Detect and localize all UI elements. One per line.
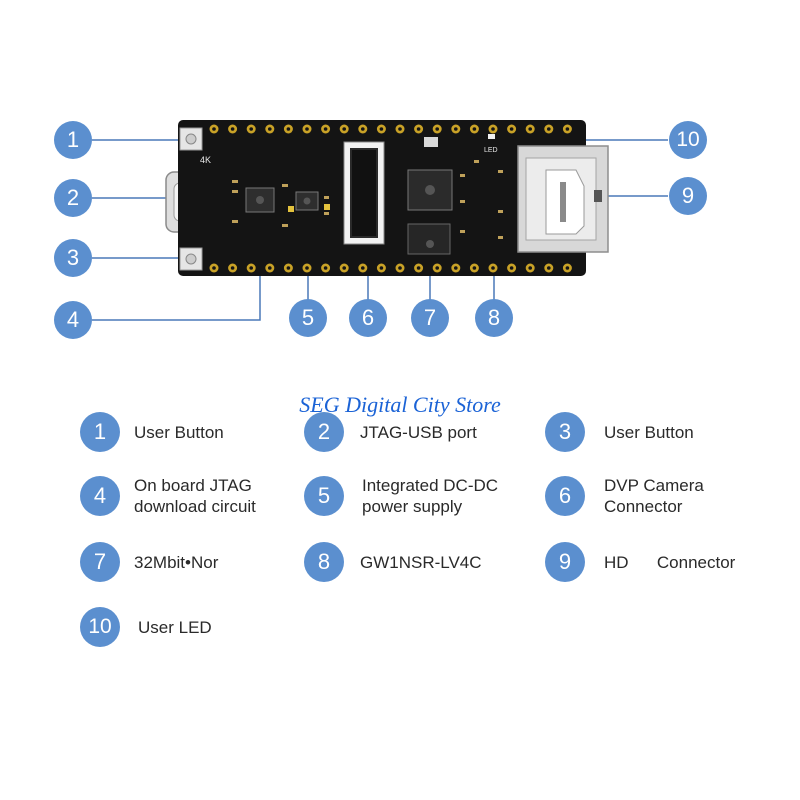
pad-bottom-0-hole: [212, 266, 216, 270]
legend-text-5: Integrated DC-DC power supply: [362, 476, 499, 516]
pad-bottom-12-hole: [435, 266, 440, 270]
pad-top-14-hole: [472, 127, 477, 131]
pad-bottom-1-hole: [230, 266, 235, 270]
pad-top-5-hole: [305, 127, 309, 131]
user-button-2: [179, 247, 203, 271]
callout-1: 1: [54, 121, 92, 159]
passive-components: [232, 160, 503, 239]
legend-text-4: On board JTAG download circuit: [134, 476, 256, 516]
callout-6: 6: [349, 299, 387, 337]
fpga-chip: [407, 169, 453, 211]
pad-top-17-hole: [528, 127, 532, 131]
pad-top-13-hole: [454, 127, 458, 131]
legend-text-1: User Button: [134, 423, 224, 442]
pad-top-16-hole: [509, 127, 514, 131]
legend-circle-9: 9: [545, 542, 585, 582]
pad-bottom-16-hole: [509, 266, 514, 270]
pad-top-9-hole: [379, 127, 384, 131]
pad-top-18-hole: [547, 127, 551, 131]
inductors: [288, 204, 330, 212]
pad-bottom-10-hole: [398, 266, 402, 270]
pad-bottom-5-hole: [305, 266, 309, 270]
legend-circle-6: 6: [545, 476, 585, 516]
callout-5: 5: [289, 299, 327, 337]
dvp-camera-connector: [343, 141, 385, 245]
callout-8: 8: [475, 299, 513, 337]
pad-bottom-18-hole: [547, 266, 551, 270]
callout-7: 7: [411, 299, 449, 337]
pad-bottom-8-hole: [361, 266, 365, 270]
pad-top-6-hole: [323, 127, 328, 131]
pad-top-0-hole: [212, 127, 216, 131]
pad-top-4-hole: [286, 127, 291, 131]
pad-bottom-15-hole: [491, 266, 495, 270]
pad-bottom-13-hole: [454, 266, 458, 270]
pad-bottom-4-hole: [286, 266, 291, 270]
legend-circle-10: 10: [80, 607, 120, 647]
legend-text-8: GW1NSR-LV4C: [360, 553, 482, 572]
pad-bottom-6-hole: [323, 266, 328, 270]
legend-circle-1: 1: [80, 412, 120, 452]
pad-bottom-17-hole: [528, 266, 532, 270]
legend-text-10: User LED: [138, 618, 212, 637]
silkscreen-4k: 4K: [200, 155, 211, 165]
legend-circle-8: 8: [304, 542, 344, 582]
callout-4: 4: [54, 301, 92, 339]
callout-10: 10: [669, 121, 707, 159]
pad-bottom-19-hole: [565, 266, 570, 270]
legend-circle-3: 3: [545, 412, 585, 452]
pad-bottom-7-hole: [342, 266, 347, 270]
nor-flash-chip: [407, 223, 451, 255]
legend-circle-7: 7: [80, 542, 120, 582]
pad-top-11-hole: [416, 127, 421, 131]
pad-top-2-hole: [249, 127, 253, 131]
pad-top-15-hole: [491, 127, 495, 131]
pad-bottom-11-hole: [416, 266, 421, 270]
legend-text-6: DVP Camera Connector: [604, 476, 704, 516]
pad-top-19-hole: [565, 127, 570, 131]
legend-text-2: JTAG-USB port: [360, 423, 477, 442]
store-watermark: SEG Digital City Store: [299, 392, 501, 417]
pad-top-10-hole: [398, 127, 402, 131]
pad-bottom-3-hole: [268, 266, 272, 270]
callout-2: 2: [54, 179, 92, 217]
pad-top-1-hole: [230, 127, 235, 131]
legend-circle-5: 5: [304, 476, 344, 516]
pad-bottom-2-hole: [249, 266, 253, 270]
legend-circle-2: 2: [304, 412, 344, 452]
top-smd-pad: [424, 137, 438, 147]
user-led: [488, 134, 495, 139]
callout-3: 3: [54, 239, 92, 277]
dcdc-chip: [295, 191, 319, 211]
pad-bottom-9-hole: [379, 266, 384, 270]
legend-text-3: User Button: [604, 423, 694, 442]
jtag-chip: [245, 187, 275, 213]
pad-top-3-hole: [268, 127, 272, 131]
legend-text-9: HD Connector: [604, 553, 736, 572]
silkscreen-led: LED: [484, 147, 498, 154]
callout-9: 9: [669, 177, 707, 215]
pad-bottom-14-hole: [472, 266, 477, 270]
pad-top-8-hole: [361, 127, 365, 131]
pad-top-12-hole: [435, 127, 440, 131]
gpio-pads: [209, 124, 572, 273]
pad-top-7-hole: [342, 127, 347, 131]
user-button-1: [179, 127, 203, 151]
legend-text-7: 32Mbit•Nor: [134, 553, 219, 572]
legend-circle-4: 4: [80, 476, 120, 516]
hd-connector: [517, 145, 609, 253]
